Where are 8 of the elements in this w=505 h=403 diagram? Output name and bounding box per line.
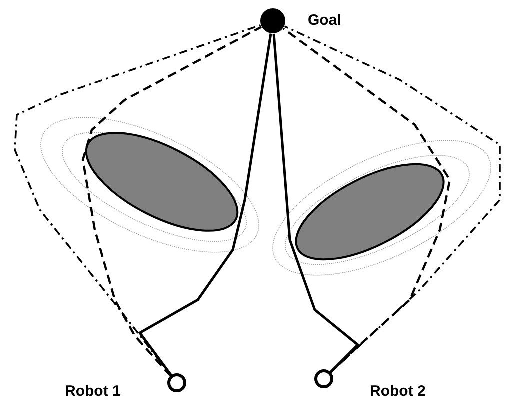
path-line — [272, 34, 360, 374]
path-line — [82, 26, 262, 378]
node-label: Goal — [308, 12, 342, 30]
path-line — [282, 28, 452, 374]
node-label: Robot 2 — [370, 383, 426, 401]
node-label: Robot 1 — [65, 383, 121, 401]
path-line — [138, 34, 272, 377]
path-line — [284, 26, 501, 374]
